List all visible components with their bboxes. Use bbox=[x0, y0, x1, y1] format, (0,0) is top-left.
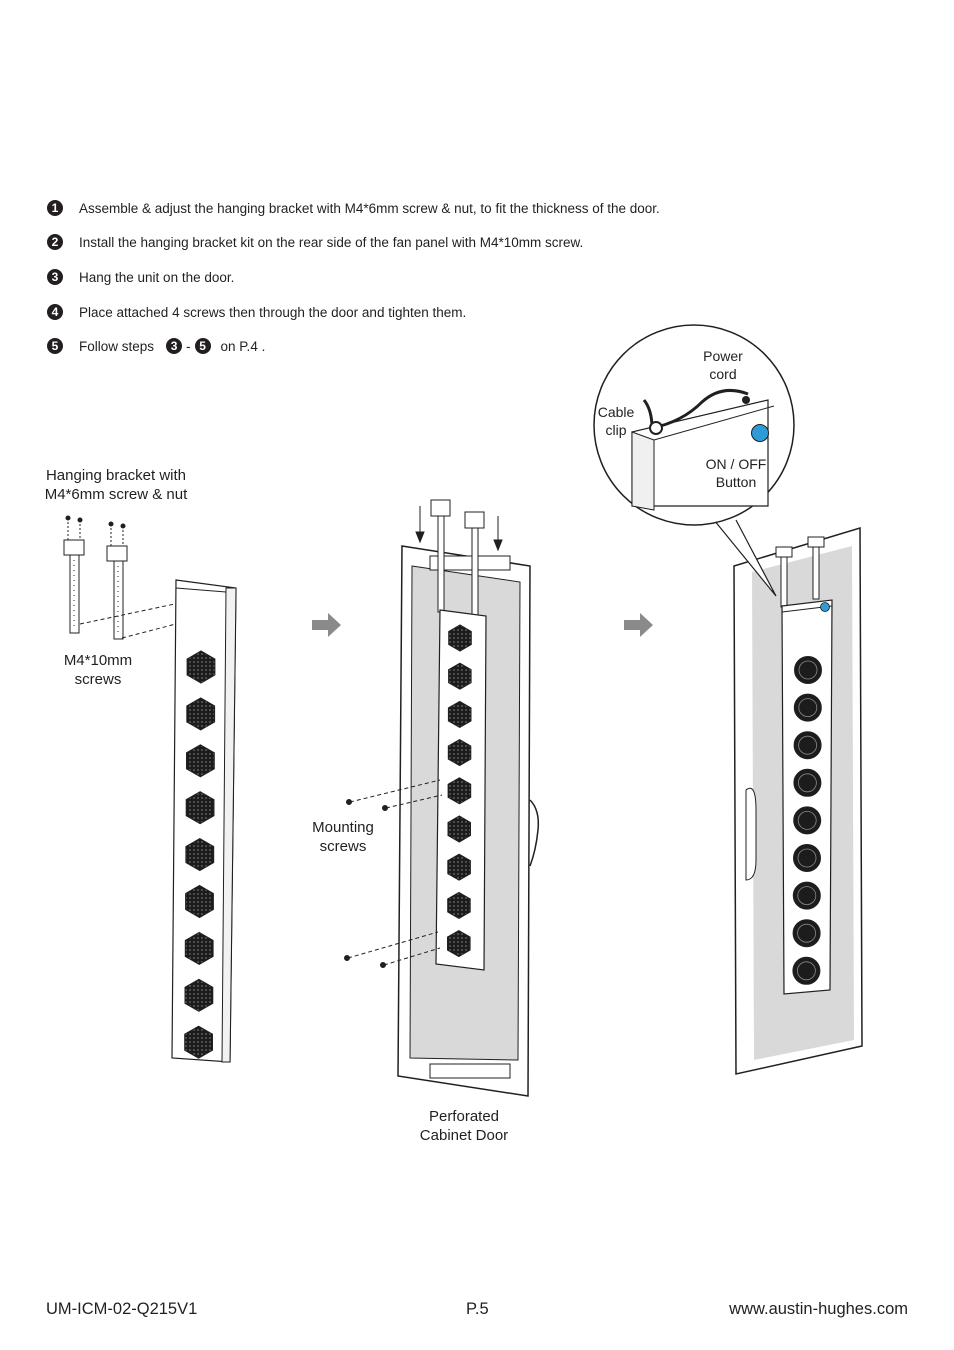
fan-icon bbox=[447, 815, 471, 843]
step-text: Hang the unit on the door. bbox=[79, 269, 235, 285]
fan-icon bbox=[186, 697, 216, 731]
arrow-right-icon bbox=[624, 613, 653, 637]
step-text: Assemble & adjust the hanging bracket wi… bbox=[79, 200, 660, 216]
fan-icon bbox=[447, 700, 472, 728]
fan-icon bbox=[448, 624, 472, 652]
label-m4-screws: M4*10mm screws bbox=[63, 652, 133, 688]
fan-icon bbox=[792, 881, 821, 910]
detail-callout bbox=[593, 324, 795, 597]
step-number-badge: 4 bbox=[47, 304, 63, 320]
fan-icon bbox=[793, 731, 822, 760]
fan-column-right bbox=[792, 656, 822, 985]
fan-grill bbox=[798, 660, 818, 680]
step-text: Follow steps bbox=[79, 338, 155, 354]
fan-icon bbox=[792, 919, 821, 948]
label-hanging-bracket: Hanging bracket with M4*6mm screw & nut bbox=[44, 467, 188, 503]
fan-grill bbox=[798, 735, 817, 755]
fan-icon bbox=[447, 891, 471, 919]
fan-grill bbox=[797, 961, 816, 981]
fan-icon bbox=[185, 791, 215, 825]
label-mounting-screws: Mounting screws bbox=[312, 819, 374, 855]
fan-icon bbox=[447, 930, 471, 958]
fan-icon bbox=[793, 806, 822, 835]
step-2: 2 Install the hanging bracket kit on the… bbox=[47, 232, 583, 252]
fan-icon bbox=[184, 978, 214, 1012]
installed-brackets bbox=[775, 536, 825, 608]
fan-icon bbox=[186, 650, 216, 684]
footer-website[interactable]: www.austin-hughes.com bbox=[729, 1300, 908, 1318]
fan-icon bbox=[186, 744, 215, 778]
step-text: Install the hanging bracket kit on the r… bbox=[79, 234, 584, 250]
fan-icon bbox=[794, 656, 822, 684]
arrow-right-icon bbox=[312, 613, 341, 637]
fan-grill bbox=[797, 811, 817, 830]
label-power-cord: Power cord bbox=[703, 348, 743, 382]
label-on-off-button: ON / OFF Button bbox=[705, 456, 767, 490]
cable-clip-icon bbox=[649, 421, 663, 435]
footer-doc-code: UM-ICM-02-Q215V1 bbox=[46, 1300, 198, 1318]
step-5: 5 Follow steps 3 - 5 on P.4 . bbox=[47, 336, 265, 356]
fan-grill bbox=[797, 848, 817, 868]
fan-grill bbox=[798, 773, 817, 793]
footer-page-number: P.5 bbox=[466, 1300, 489, 1318]
fan-icon bbox=[447, 739, 472, 767]
fan-icon bbox=[793, 768, 822, 797]
fan-icon bbox=[184, 931, 214, 965]
fan-column-left bbox=[184, 650, 216, 1059]
step-text: on P.4 . bbox=[220, 338, 266, 354]
fan-column-middle bbox=[447, 624, 472, 958]
hanging-bracket-right bbox=[106, 521, 128, 640]
step-ref-badge: 5 bbox=[194, 338, 211, 354]
mounting-screws bbox=[344, 779, 443, 968]
fan-icon bbox=[447, 853, 471, 881]
fan-icon bbox=[184, 1025, 213, 1059]
step-number-badge: 2 bbox=[47, 234, 63, 250]
fan-icon bbox=[448, 662, 472, 690]
label-perforated-door: Perforated Cabinet Door bbox=[419, 1108, 509, 1144]
step-1: 1 Assemble & adjust the hanging bracket … bbox=[47, 198, 660, 218]
step-3: 3 Hang the unit on the door. bbox=[47, 267, 234, 287]
step-4: 4 Place attached 4 screws then through t… bbox=[47, 302, 466, 322]
step-dash: - bbox=[186, 338, 191, 354]
step-number-badge: 3 bbox=[47, 269, 63, 285]
fan-icon bbox=[793, 844, 821, 872]
hanging-bracket-left bbox=[63, 515, 85, 634]
label-cable-clip: Cable clip bbox=[597, 404, 635, 438]
step-text: Place attached 4 screws then through the… bbox=[79, 304, 467, 320]
fan-icon bbox=[793, 693, 822, 722]
fan-icon bbox=[185, 884, 214, 919]
step-number-badge: 5 bbox=[47, 338, 63, 354]
power-button-icon bbox=[820, 602, 830, 612]
fan-icon bbox=[185, 838, 215, 872]
fan-grill bbox=[798, 698, 818, 717]
on-off-button-icon bbox=[751, 424, 769, 442]
fan-icon bbox=[792, 956, 821, 985]
step-ref-badge: 3 bbox=[166, 338, 183, 354]
power-cord bbox=[642, 388, 749, 430]
fan-grill bbox=[797, 886, 817, 905]
step-number-badge: 1 bbox=[47, 200, 63, 216]
fan-icon bbox=[447, 777, 472, 805]
fan-grill bbox=[797, 923, 816, 943]
